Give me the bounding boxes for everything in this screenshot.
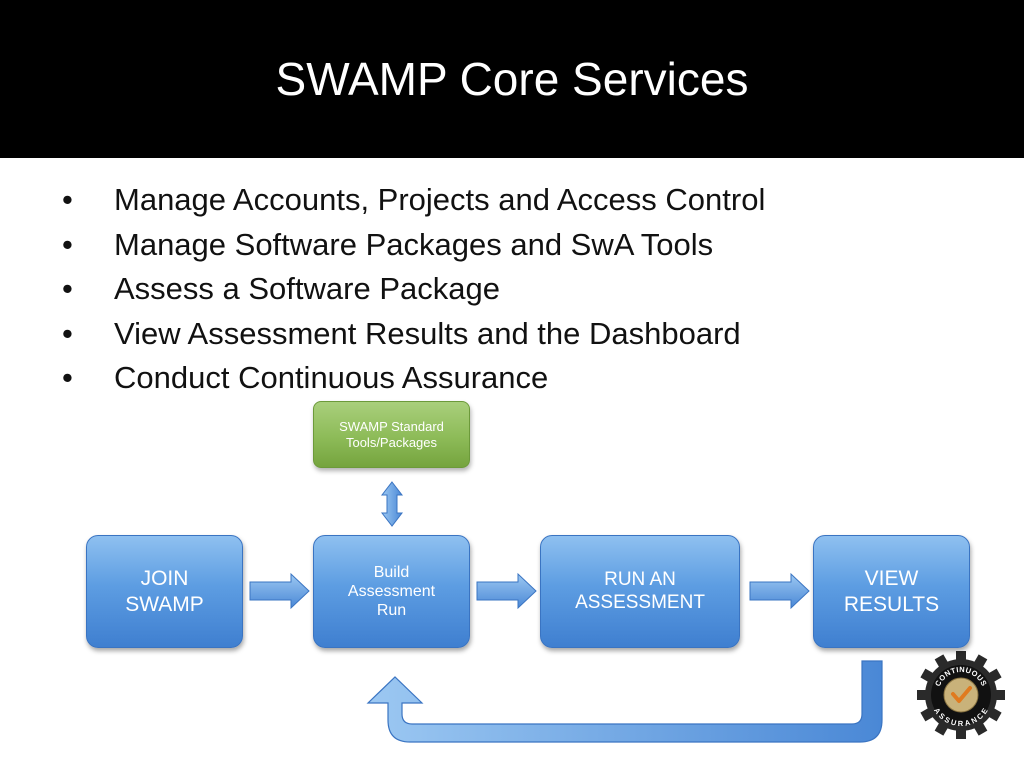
workflow-connectors: CONTINUOUS ASSURANCE — [249, 481, 1005, 743]
node-run-an-assessment: RUN AN ASSESSMENT — [540, 535, 740, 648]
checkmark-icon — [951, 686, 972, 703]
slide-title: SWAMP Core Services — [275, 53, 749, 105]
bullet-item: • View Assessment Results and the Dashboa… — [62, 312, 765, 357]
bullet-symbol: • — [62, 271, 73, 306]
bullet-symbol: • — [62, 182, 73, 217]
return-loop-arrow — [366, 660, 883, 743]
node-label-line: SWAMP — [125, 592, 204, 616]
node-build-assessment-run: Build Assessment Run — [313, 535, 470, 648]
node-join-swamp: JOIN SWAMP — [86, 535, 243, 648]
node-label-line: ASSESSMENT — [575, 591, 705, 613]
node-label-line: Tools/Packages — [345, 434, 438, 450]
node-view-results: VIEW RESULTS — [813, 535, 970, 648]
bullet-symbol: • — [62, 360, 73, 395]
node-label-line: JOIN — [140, 567, 189, 591]
node-label-line: Build — [373, 563, 410, 581]
bullet-list: • Manage Accounts, Projects and Access Co… — [62, 178, 765, 401]
bullet-text: View Assessment Results and the Dashboar… — [114, 315, 741, 351]
title-bar: SWAMP Core Services — [0, 0, 1024, 158]
bullet-item: • Manage Accounts, Projects and Access Co… — [62, 178, 765, 223]
arrow-join-to-build — [249, 572, 310, 610]
bullet-text: Conduct Continuous Assurance — [114, 360, 549, 395]
node-label-line: RESULTS — [843, 592, 940, 616]
double-arrow-vertical — [380, 481, 404, 527]
bullet-text: Manage Accounts, Projects and Access Con… — [114, 182, 766, 217]
node-label-line: SWAMP Standard — [339, 418, 444, 434]
bullet-text: Manage Software Packages and SwA Tools — [114, 226, 714, 262]
arrow-build-to-run — [476, 572, 537, 610]
bullet-item: • Conduct Continuous Assurance — [62, 356, 765, 401]
bullet-text: Assess a Software Package — [114, 271, 500, 306]
bullet-item: • Assess a Software Package — [62, 267, 765, 312]
node-label-line: VIEW — [864, 567, 919, 591]
bullet-item: • Manage Software Packages and SwA Tools — [62, 223, 765, 268]
slide-content: • Manage Accounts, Projects and Access Co… — [0, 158, 1024, 768]
node-label-line: Run — [376, 602, 407, 620]
node-label-line: Assessment — [347, 582, 436, 600]
arrow-run-to-view — [749, 572, 810, 610]
bullet-symbol: • — [62, 315, 73, 351]
node-swamp-standard-tools: SWAMP Standard Tools/Packages — [313, 401, 470, 468]
continuous-assurance-logo: CONTINUOUS ASSURANCE — [917, 651, 1005, 739]
node-label-line: RUN AN — [604, 568, 676, 590]
bullet-symbol: • — [62, 226, 73, 262]
